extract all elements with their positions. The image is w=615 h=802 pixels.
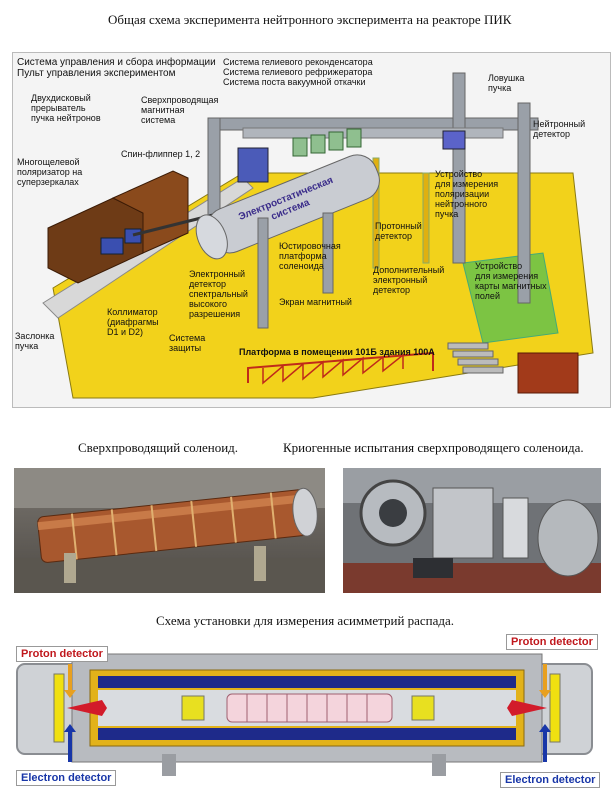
label-polarization-device: Устройство для измерения поляризации ней… <box>435 169 499 219</box>
label-polarizer: Многощелевой поляризатор на суперзеркала… <box>17 157 83 187</box>
electron-detector-right: Electron detector <box>500 772 601 788</box>
electron-detector-left: Electron detector <box>16 770 117 786</box>
photo-right-caption: Криогенные испытания сверхпроводящего со… <box>283 440 584 455</box>
label-helium: Система гелиевого реконденсатора Система… <box>223 57 373 87</box>
label-electron-detector: Электронный детектор спектральный высоко… <box>189 269 248 319</box>
experiment-drawing: Электростатическая система <box>42 72 594 399</box>
experiment-scheme: Электростатическая система Система управ… <box>12 52 611 408</box>
label-collimator: Коллиматор (диафрагмы D1 и D2) <box>107 307 159 337</box>
main-title: Общая схема эксперимента нейтронного экс… <box>108 12 512 27</box>
proton-detector-right: Proton detector <box>506 634 598 650</box>
label-sc-magnet: Сверхпроводящая магнитная система <box>141 95 219 125</box>
label-proton-detector: Протонный детектор <box>375 221 422 241</box>
photo-left-caption: Сверхпроводящий соленоид. <box>78 440 239 455</box>
label-neutron-detector: Нейтронный детектор <box>533 119 586 139</box>
asymmetry-diagram: Proton detector Proton detector Electron… <box>12 634 602 790</box>
label-platform: Платформа в помещении 101Б здания 100А <box>239 347 435 357</box>
field-measurement-pad <box>462 252 559 344</box>
asymmetry-drawing <box>16 653 593 776</box>
proton-detector-left: Proton detector <box>16 646 108 662</box>
label-chopper: Двухдисковый прерыватель пучка нейтронов <box>31 93 101 123</box>
label-protection: Система защиты <box>169 333 206 353</box>
label-shutter: Заслонка пучка <box>15 331 55 351</box>
label-trap: Ловушка пучка <box>488 73 525 93</box>
electrostatic-cylinder: Электростатическая система <box>195 154 380 260</box>
asymmetry-caption: Схема установки для измерения асимметрий… <box>156 613 455 628</box>
label-magnetic-screen: Экран магнитный <box>279 297 352 307</box>
label-extra-electron-detector: Дополнительный электронный детектор <box>373 265 445 295</box>
label-spin-flipper: Спин-флиппер 1, 2 <box>121 149 201 159</box>
solenoid-photo <box>14 468 325 593</box>
label-control: Система управления и сбора информации Пу… <box>17 57 216 79</box>
label-field-map-device: Устройство для измерения карты магнитных… <box>475 261 547 301</box>
label-alignment-platform: Юстировочная платформа соленоида <box>279 241 341 271</box>
cryogenic-photo <box>343 468 601 593</box>
